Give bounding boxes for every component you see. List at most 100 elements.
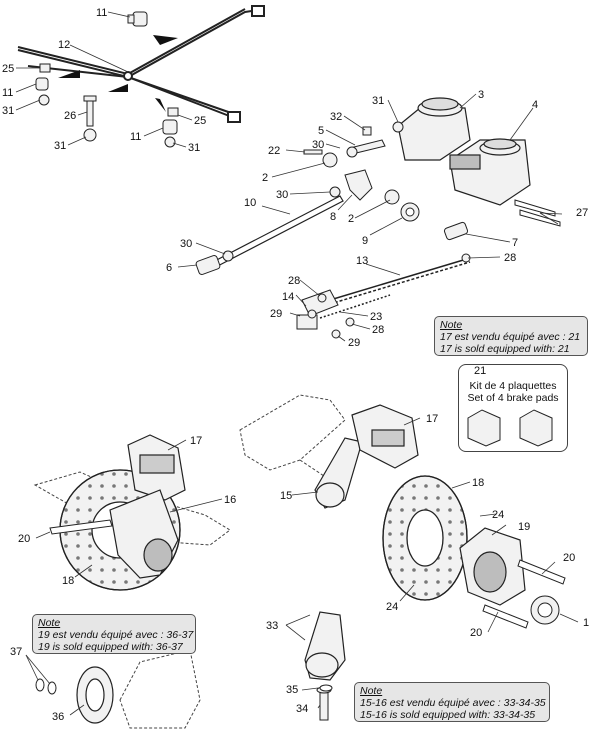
- clevis-2a: [322, 152, 338, 168]
- callout-labels: 11 12 25 11 31 26 31 25 11 31 31 3 4 32 …: [2, 7, 589, 723]
- callout-34: 34: [296, 703, 308, 715]
- note-17: Note 17 est vendu équipé avec : 21 17 is…: [434, 316, 588, 356]
- callout-30: 30: [180, 238, 192, 250]
- note-19: Note 19 est vendu équipé avec : 36-37 19…: [32, 614, 196, 654]
- callout-24: 24: [386, 601, 398, 613]
- callout-11: 11: [2, 87, 13, 99]
- callout-6: 6: [166, 262, 172, 274]
- callout-28: 28: [504, 252, 516, 264]
- nut-31c: [164, 136, 176, 148]
- callout-31: 31: [54, 140, 66, 152]
- callout-23: 23: [370, 311, 382, 323]
- note-line-fr: 17 est vendu équipé avec : 21: [440, 331, 581, 343]
- brake-pad-icon-left: [467, 409, 501, 447]
- mounting-bolts-27: [514, 199, 561, 227]
- callout-18: 18: [62, 575, 74, 587]
- callout-18: 18: [472, 477, 484, 489]
- callout-26: 26: [64, 110, 76, 122]
- callout-25: 25: [194, 115, 206, 127]
- note-line-en: 15-16 is sold equipped with: 33-34-35: [360, 709, 536, 721]
- callout-31: 31: [372, 95, 384, 107]
- circlips-37: [35, 678, 57, 695]
- kit-line-fr: Kit de 4 plaquettes: [469, 380, 557, 392]
- banjo-fitting-11a: [127, 11, 148, 27]
- banjo-fitting-11c: [162, 119, 178, 135]
- callout-9: 9: [362, 235, 368, 247]
- leader-lines: [15, 11, 579, 716]
- callout-31: 31: [2, 105, 14, 117]
- axle-20-left: [49, 519, 113, 535]
- callout-11: 11: [96, 7, 107, 19]
- note-line-en: 17 is sold equipped with: 21: [440, 343, 570, 355]
- callout-24: 24: [492, 509, 504, 521]
- screw-25a: [39, 63, 51, 73]
- callout-3: 3: [478, 89, 484, 101]
- nut-31d: [392, 121, 404, 133]
- callout-20: 20: [18, 533, 30, 545]
- callout-14: 14: [282, 291, 294, 303]
- callout-29: 29: [348, 337, 360, 349]
- brake-disc-18-right: [382, 475, 468, 601]
- lever-assembly-33: [304, 611, 346, 681]
- nut-31b: [83, 128, 97, 142]
- callout-37: 37: [10, 646, 22, 658]
- callout-30: 30: [312, 139, 324, 151]
- note-title: Note: [38, 617, 61, 629]
- callout-31: 31: [188, 142, 200, 154]
- hub-carrier-dashed-bottom: [119, 649, 201, 729]
- rod-end-7: [443, 221, 469, 241]
- screw-25b: [167, 107, 179, 117]
- note-15-16: Note 15-16 est vendu équipé avec : 33-34…: [354, 682, 550, 722]
- lever-15: [314, 437, 363, 509]
- callout-10: 10: [244, 197, 256, 209]
- callout-13: 13: [356, 255, 368, 267]
- bearing-36: [76, 666, 114, 724]
- bracket-14: [301, 289, 339, 317]
- nut-31a: [38, 94, 50, 106]
- callout-28: 28: [288, 275, 300, 287]
- callout-4: 4: [532, 99, 538, 111]
- callout-28: 28: [372, 324, 384, 336]
- callout-29: 29: [270, 308, 282, 320]
- hub-19: [459, 527, 526, 606]
- callout-5: 5: [318, 125, 324, 137]
- callout-19: 19: [518, 521, 530, 533]
- callout-2: 2: [262, 172, 268, 184]
- note-line-fr: 19 est vendu équipé avec : 36-37: [38, 629, 194, 641]
- callout-33: 33: [266, 620, 278, 632]
- callout-36: 36: [52, 711, 64, 723]
- callout-32: 32: [330, 111, 342, 123]
- callout-8: 8: [330, 211, 336, 223]
- brake-hose-harness: [17, 5, 265, 123]
- direction-arrows: [58, 35, 178, 112]
- callout-12: 12: [58, 39, 70, 51]
- caliper-17-right: [351, 404, 419, 469]
- note-line-fr: 15-16 est vendu équipé avec : 33-34-35: [360, 697, 546, 709]
- callout-15: 15: [280, 490, 292, 502]
- master-cylinder-4: [449, 138, 531, 206]
- note-line-en: 19 is sold equipped with: 36-37: [38, 641, 183, 653]
- bracket-16: [109, 489, 179, 579]
- pin-34: [316, 686, 332, 721]
- callout-17: 17: [190, 435, 202, 447]
- callout-11: 11: [130, 131, 141, 143]
- callout-21: 21: [474, 365, 486, 377]
- bushing-32: [362, 126, 372, 136]
- caliper-17-left: [127, 434, 186, 501]
- callout-20: 20: [470, 627, 482, 639]
- callout-35: 35: [286, 684, 298, 696]
- callout-27: 27: [576, 207, 588, 219]
- brake-pad-kit-21: 21 Kit de 4 plaquettes Set of 4 brake pa…: [458, 364, 568, 452]
- bushing-1: [530, 595, 560, 625]
- callout-30: 30: [276, 189, 288, 201]
- callout-16: 16: [224, 494, 236, 506]
- note-title: Note: [360, 685, 383, 697]
- callout-7: 7: [512, 237, 518, 249]
- callout-20: 20: [563, 552, 575, 564]
- callout-2: 2: [348, 213, 354, 225]
- axle-20-right: [482, 559, 566, 629]
- lever-8: [344, 169, 373, 201]
- banjo-fitting-11b: [35, 77, 49, 91]
- cable-13: [319, 257, 471, 319]
- brake-pad-icon-right: [519, 409, 553, 447]
